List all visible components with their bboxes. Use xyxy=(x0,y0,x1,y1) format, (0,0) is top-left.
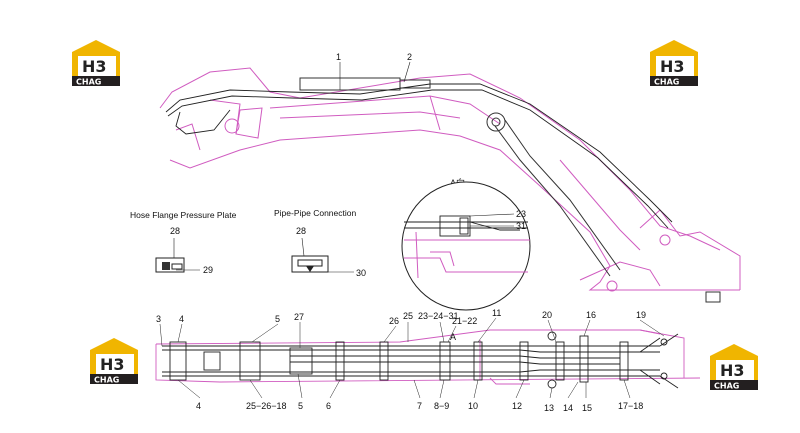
callout-4a: 4 xyxy=(179,314,184,324)
flange-plate-caption: Hose Flange Pressure Plate xyxy=(130,210,237,220)
callout-5a: 5 xyxy=(275,314,280,324)
logo-bottom-left: H3 CHAG xyxy=(90,338,138,385)
callout-25: 25 xyxy=(403,311,413,321)
callout-7: 7 xyxy=(417,401,422,411)
svg-text:CHAG: CHAG xyxy=(714,382,739,391)
callout-12: 12 xyxy=(512,401,522,411)
callout-leaders-bottom xyxy=(159,317,665,399)
svg-text:H3: H3 xyxy=(720,361,745,380)
pipe-connection-detail: Pipe-Pipe Connection 28 30 xyxy=(274,208,366,278)
callout-2: 2 xyxy=(407,52,412,62)
callout-15: 15 xyxy=(582,403,592,413)
callout-10: 10 xyxy=(468,401,478,411)
boom-hoses xyxy=(165,83,673,229)
callout-5b: 5 xyxy=(298,401,303,411)
callouts-top: 1 2 xyxy=(336,52,412,90)
svg-text:H3: H3 xyxy=(660,57,685,76)
boom-plan-view xyxy=(155,329,701,389)
logo-top-right: H3 CHAG xyxy=(650,40,698,87)
boom-side-view xyxy=(159,67,741,303)
callout-30: 30 xyxy=(356,268,366,278)
callout-13: 13 xyxy=(544,403,554,413)
callout-23-24-31: 23−24−31 xyxy=(418,311,459,321)
callout-29: 29 xyxy=(203,265,213,275)
callout-16: 16 xyxy=(586,310,596,320)
callout-1: 1 xyxy=(336,52,341,62)
callout-3: 3 xyxy=(156,314,161,324)
callout-23: 23 xyxy=(516,209,526,219)
callout-28b: 28 xyxy=(296,226,306,236)
callout-14: 14 xyxy=(563,403,573,413)
callout-a-marker: A xyxy=(450,332,456,342)
svg-text:H3: H3 xyxy=(82,57,107,76)
callout-8-9: 8−9 xyxy=(434,401,449,411)
svg-text:CHAG: CHAG xyxy=(94,376,119,385)
callout-17-18: 17−18 xyxy=(618,401,643,411)
callout-26: 26 xyxy=(389,316,399,326)
pipe-connection-caption: Pipe-Pipe Connection xyxy=(274,208,356,218)
logo-bottom-right: H3 CHAG xyxy=(710,344,758,391)
callout-27: 27 xyxy=(294,312,304,322)
callout-19: 19 xyxy=(636,310,646,320)
view-a-detail: A向 23 31 xyxy=(401,177,531,311)
flange-plate-detail: Hose Flange Pressure Plate 28 29 xyxy=(130,210,237,275)
svg-text:CHAG: CHAG xyxy=(654,78,679,87)
callout-20: 20 xyxy=(542,310,552,320)
callout-21-22: 21−22 xyxy=(452,316,477,326)
callouts-bottom: 3 4 5 27 26 25 23−24−31 21−22 A 11 20 16… xyxy=(156,308,646,413)
callout-25-26-18: 25−26−18 xyxy=(246,401,287,411)
callout-31: 31 xyxy=(516,221,526,231)
callout-11: 11 xyxy=(492,308,501,318)
callout-28a: 28 xyxy=(170,226,180,236)
svg-text:CHAG: CHAG xyxy=(76,78,101,87)
callout-6: 6 xyxy=(326,401,331,411)
svg-text:H3: H3 xyxy=(100,355,125,374)
logo-top-left: H3 CHAG xyxy=(72,40,120,87)
callout-4b: 4 xyxy=(196,401,201,411)
